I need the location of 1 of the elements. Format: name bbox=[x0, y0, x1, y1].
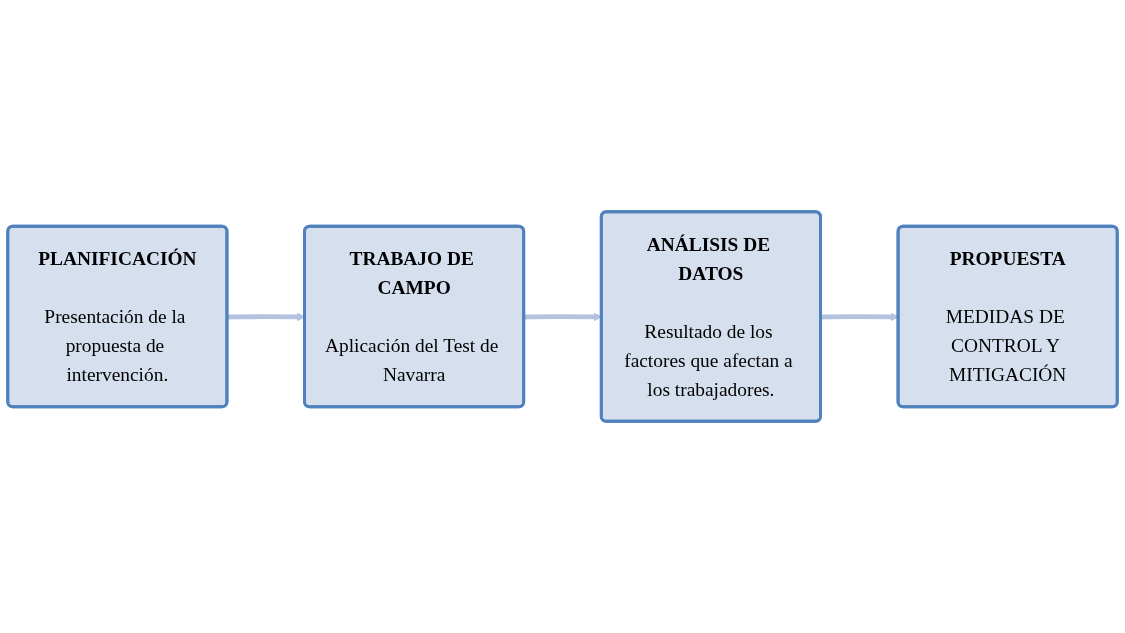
arrow bbox=[820, 312, 899, 322]
